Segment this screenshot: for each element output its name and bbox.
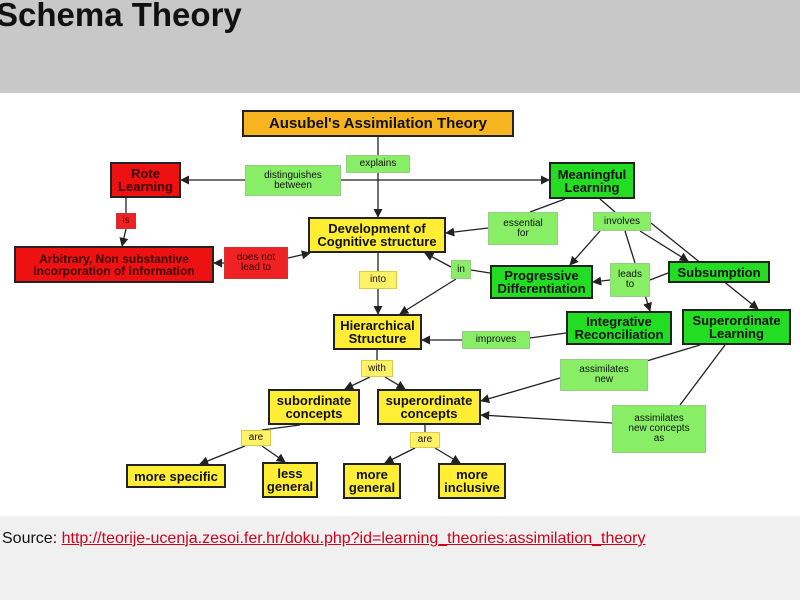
node-arbitrary-incorporation: Arbitrary, Non substantive incorporation… [14,246,214,283]
node-development-cognitive-structure: Development of Cognitive structure [308,217,446,253]
node-hierarchical-structure: Hierarchical Structure [333,314,422,350]
node-more-general: more general [343,463,401,499]
edge-in-hierarchical [399,278,457,315]
edge-doesnot-development [287,250,311,260]
node-superordinate-learning: Superordinate Learning [682,309,791,345]
edge-meaningful-essential [529,198,566,213]
source-label: Source: [2,530,62,547]
node-superordinate-concepts: superordinate concepts [377,389,481,425]
link-improves: improves [462,331,530,349]
edge-involves-subsumption [639,230,689,262]
concept-map: Ausubel's Assimilation Theory Rote Learn… [0,93,800,516]
link-are-right: are [410,432,440,448]
source-line: Source: http://teorije-ucenja.zesoi.fer.… [2,530,646,548]
edge-superlearning-assim [639,344,701,364]
link-essential-for: essential for [488,212,558,245]
edge-essential-development [445,227,489,237]
link-distinguishes-between: distinguishes between [245,165,341,196]
edge-subsumption-leads [649,272,669,281]
edge-superlearning-assim2 [679,344,726,406]
edge-with-superordinate [384,376,406,390]
source-footer [0,516,800,600]
link-assimilates-new: assimilates new [560,359,648,391]
link-with: with [361,360,393,377]
edge-leads-progressive [592,276,611,286]
edge-involves-progressive [569,230,601,266]
node-progressive-differentiation: Progressive Differentiation [490,265,593,299]
link-in: in [451,260,471,279]
node-subsumption: Subsumption [668,261,770,283]
title-bar: Schema Theory [0,0,800,93]
edge-assim2-superconcepts [480,410,613,424]
source-link[interactable]: http://teorije-ucenja.zesoi.fer.hr/doku.… [61,530,646,547]
edge-integrative-improves [529,332,567,339]
node-more-inclusive: more inclusive [438,463,506,499]
link-leads-to: leads to [610,263,650,297]
edge-progressive-in [470,269,491,274]
link-into: into [359,271,397,289]
edge-with-subordinate [344,376,371,390]
edge-are-moregeneral [384,447,416,464]
edge-assim-superconcepts [480,377,561,404]
node-ausubel-assimilation-theory: Ausubel's Assimilation Theory [242,110,514,137]
link-explains: explains [346,155,410,173]
edge-is-arbitrary [119,228,129,247]
link-assimilates-new-concepts-as: assimilates new concepts as [612,405,706,453]
node-meaningful-learning: Meaningful Learning [549,162,635,199]
link-is: is [116,213,136,229]
link-involves: involves [593,212,651,231]
node-subordinate-concepts: subordinate concepts [268,389,360,425]
link-are-left: are [241,430,271,446]
slide-title: Schema Theory [0,0,242,33]
edge-meaningful-involves [599,198,616,213]
node-more-specific: more specific [126,464,226,488]
edge-are-specific [199,445,246,466]
edge-are-moreinclusive [434,447,461,464]
link-does-not-lead-to: does not lead to [224,247,288,279]
edge-subordinate-are [261,424,301,431]
node-rote-learning: Rote Learning [110,162,181,198]
edge-in-development [424,252,452,268]
node-integrative-reconciliation: Integrative Reconciliation [566,311,672,345]
edge-are-less [261,445,286,463]
node-less-general: less general [262,462,318,498]
